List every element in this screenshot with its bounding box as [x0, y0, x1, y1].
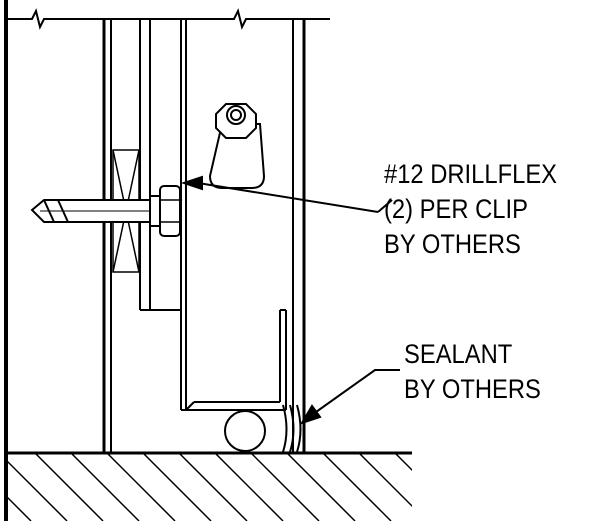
sealant-leader [299, 369, 400, 425]
callout-line: BY OTHERS [404, 374, 541, 404]
drillflex-screw [30, 185, 181, 237]
slab-hatch [8, 454, 412, 521]
callout-line: BY OTHERS [384, 229, 521, 259]
bottom-angle [181, 309, 287, 411]
sealant-callout: SEALANT BY OTHERS [404, 337, 541, 407]
stud-section [102, 19, 306, 452]
drillflex-callout: #12 DRILLFLEX (2) PER CLIP BY OTHERS [384, 157, 557, 262]
top-break-line [8, 8, 330, 30]
slot-and-bolt [208, 103, 266, 189]
callout-line: #12 DRILLFLEX [384, 159, 558, 189]
drillflex-leader [180, 175, 393, 213]
sealant-bead [282, 404, 302, 453]
callout-line: (2) PER CLIP [384, 194, 528, 224]
callout-line: SEALANT [404, 339, 513, 369]
backer-rod [224, 410, 266, 452]
